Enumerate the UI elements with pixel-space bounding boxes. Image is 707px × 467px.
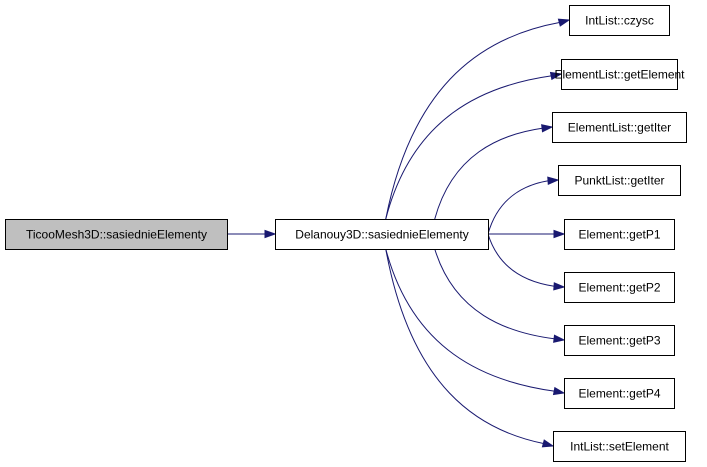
edges-layer bbox=[227, 18, 571, 448]
arrowhead-icon bbox=[553, 229, 566, 239]
node-box bbox=[564, 378, 675, 409]
node-label: PunktList::getIter bbox=[574, 174, 664, 188]
node-punktlist-getiter[interactable]: PunktList::getIter bbox=[558, 165, 681, 196]
node-element-getp4[interactable]: Element::getP4 bbox=[564, 378, 675, 409]
node-label: IntList::czysc bbox=[585, 14, 654, 28]
edge-line bbox=[385, 248, 556, 392]
edge-n1-n5 bbox=[487, 176, 560, 235]
node-box bbox=[569, 5, 670, 36]
edge-n1-n8 bbox=[434, 248, 566, 343]
arrowhead-icon bbox=[553, 282, 566, 291]
edge-n1-n3 bbox=[385, 71, 563, 220]
edge-line bbox=[385, 248, 545, 445]
node-box bbox=[553, 431, 686, 462]
node-intlist-czysc[interactable]: IntList::czysc bbox=[569, 5, 670, 36]
edge-line bbox=[487, 180, 550, 235]
node-element-getp2[interactable]: Element::getP2 bbox=[564, 272, 675, 303]
edge-line bbox=[385, 21, 561, 220]
edge-n1-n4 bbox=[434, 124, 554, 220]
node-label: Element::getP3 bbox=[578, 334, 660, 348]
node-element-getp3[interactable]: Element::getP3 bbox=[564, 325, 675, 356]
arrowhead-icon bbox=[547, 176, 560, 185]
arrowhead-icon bbox=[541, 439, 555, 448]
node-label: ElementList::getElement bbox=[554, 68, 685, 82]
edge-n0-n1 bbox=[227, 229, 277, 239]
nodes-layer: TicooMesh3D::sasiednieElementy Delanouy3D… bbox=[5, 5, 687, 462]
node-elementlist-getiter[interactable]: ElementList::getIter bbox=[552, 112, 687, 143]
node-ticoomesh3d-sasiednieelementy[interactable]: TicooMesh3D::sasiednieElementy bbox=[5, 219, 228, 250]
node-box bbox=[564, 272, 675, 303]
node-intlist-setelement[interactable]: IntList::setElement bbox=[553, 431, 686, 462]
node-label: Element::getP1 bbox=[578, 228, 660, 242]
arrowhead-icon bbox=[264, 229, 277, 239]
node-box bbox=[275, 219, 489, 250]
node-element-getp1[interactable]: Element::getP1 bbox=[564, 219, 675, 250]
node-label: ElementList::getIter bbox=[568, 121, 671, 135]
node-delanouy3d-sasiednieelementy[interactable]: Delanouy3D::sasiednieElementy bbox=[275, 219, 489, 250]
edge-n1-n2 bbox=[385, 18, 571, 220]
node-box bbox=[561, 59, 678, 90]
edge-n1-n9 bbox=[385, 248, 566, 396]
node-box bbox=[564, 219, 675, 250]
edge-line bbox=[487, 233, 556, 287]
edge-n1-n10 bbox=[385, 248, 555, 448]
edge-line bbox=[434, 127, 544, 220]
edge-line bbox=[434, 248, 556, 340]
node-label: Element::getP2 bbox=[578, 281, 660, 295]
node-label: IntList::setElement bbox=[570, 440, 669, 454]
arrowhead-icon bbox=[552, 386, 566, 396]
node-label: Delanouy3D::sasiednieElementy bbox=[295, 228, 468, 242]
node-box bbox=[558, 165, 681, 196]
node-box bbox=[5, 219, 228, 250]
arrowhead-icon bbox=[553, 334, 566, 343]
node-box bbox=[552, 112, 687, 143]
arrowhead-icon bbox=[541, 124, 554, 133]
arrowhead-icon bbox=[557, 18, 571, 27]
edge-n1-n7 bbox=[487, 233, 566, 291]
node-label: TicooMesh3D::sasiednieElementy bbox=[26, 228, 207, 242]
node-elementlist-getelement[interactable]: ElementList::getElement bbox=[554, 59, 685, 90]
node-box bbox=[564, 325, 675, 356]
arrowhead-icon bbox=[549, 71, 563, 81]
edge-n1-n6 bbox=[488, 229, 566, 239]
edge-line bbox=[385, 75, 553, 220]
node-label: Element::getP4 bbox=[578, 387, 660, 401]
